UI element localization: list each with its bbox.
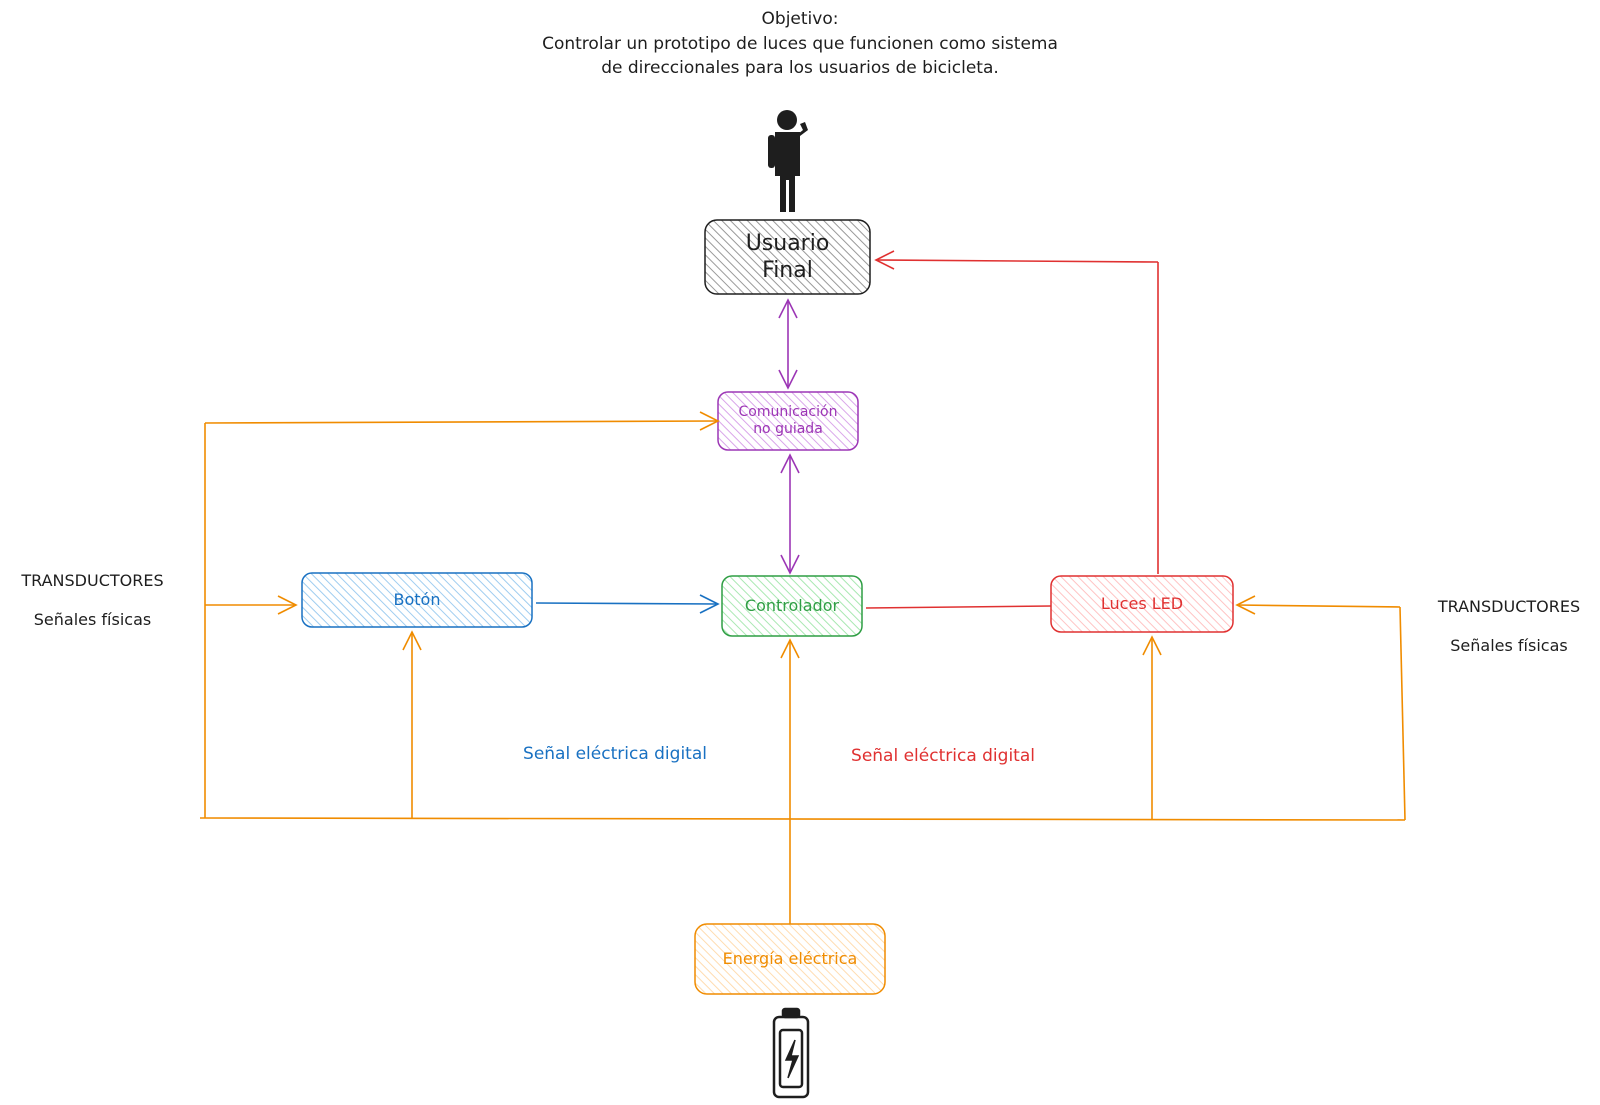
arrowhead-luces bbox=[1235, 595, 1256, 615]
left-senales-label: Señales físicas bbox=[33, 610, 152, 629]
person-on-phone-icon bbox=[768, 110, 808, 212]
usuario-final-node[interactable]: Usuario Final bbox=[705, 220, 870, 294]
right-transductores-label: TRANSDUCTORES bbox=[1437, 597, 1581, 616]
usuario-final-line-2: Final bbox=[762, 258, 813, 283]
objective-heading: Objetivo: bbox=[761, 9, 839, 29]
purple-connectors bbox=[778, 298, 800, 575]
usuario-final-line-1: Usuario bbox=[745, 230, 830, 256]
objective-line-1: Controlar un prototipo de luces que func… bbox=[542, 34, 1058, 54]
energia-electrica-node[interactable]: Energía eléctrica bbox=[695, 924, 885, 994]
boton-box-shape bbox=[301, 572, 533, 628]
objective-line-2: de direccionales para los usuarios de bi… bbox=[601, 58, 999, 78]
energia-electrica-label: Energía eléctrica bbox=[722, 949, 858, 968]
usuario-box-shape bbox=[704, 219, 871, 295]
luces-box-shape bbox=[1050, 575, 1234, 633]
comunicacion-line-2: no guiada bbox=[753, 421, 823, 437]
comunicacion-line-1: Comunicación bbox=[738, 403, 838, 420]
arrowhead-boton bbox=[277, 595, 298, 615]
line-to-comunicacion bbox=[204, 420, 719, 424]
senal-red-label: Señal eléctrica digital bbox=[851, 746, 1035, 766]
arrowhead-up-controlador bbox=[780, 638, 800, 659]
boton-label: Botón bbox=[393, 590, 441, 609]
battery-charging-icon bbox=[772, 1007, 810, 1099]
controlador-node[interactable]: Controlador bbox=[722, 576, 862, 636]
right-vertical-line bbox=[1399, 606, 1406, 821]
red-connectors bbox=[865, 250, 1159, 609]
arrowhead-up-luces bbox=[1142, 635, 1162, 656]
bottom-horizontal-line bbox=[199, 817, 1406, 821]
arrowhead-comunicacion bbox=[699, 411, 720, 431]
right-senales-label: Señales físicas bbox=[1450, 636, 1568, 655]
left-transductores-label: TRANSDUCTORES bbox=[21, 571, 164, 590]
orange-connectors bbox=[199, 411, 1406, 924]
luces-led-node[interactable]: Luces LED bbox=[1051, 576, 1233, 632]
blue-connector bbox=[535, 594, 720, 614]
comunicacion-node[interactable]: Comunicación no guiada bbox=[718, 392, 858, 450]
arrowhead-up-boton bbox=[402, 630, 422, 651]
controlador-label: Controlador bbox=[744, 596, 840, 615]
senal-blue-label: Señal eléctrica digital bbox=[523, 744, 707, 764]
line-to-luces bbox=[1236, 604, 1401, 608]
luces-led-label: Luces LED bbox=[1100, 594, 1184, 613]
boton-node[interactable]: Botón bbox=[302, 573, 532, 627]
controlador-box-shape bbox=[721, 575, 863, 637]
